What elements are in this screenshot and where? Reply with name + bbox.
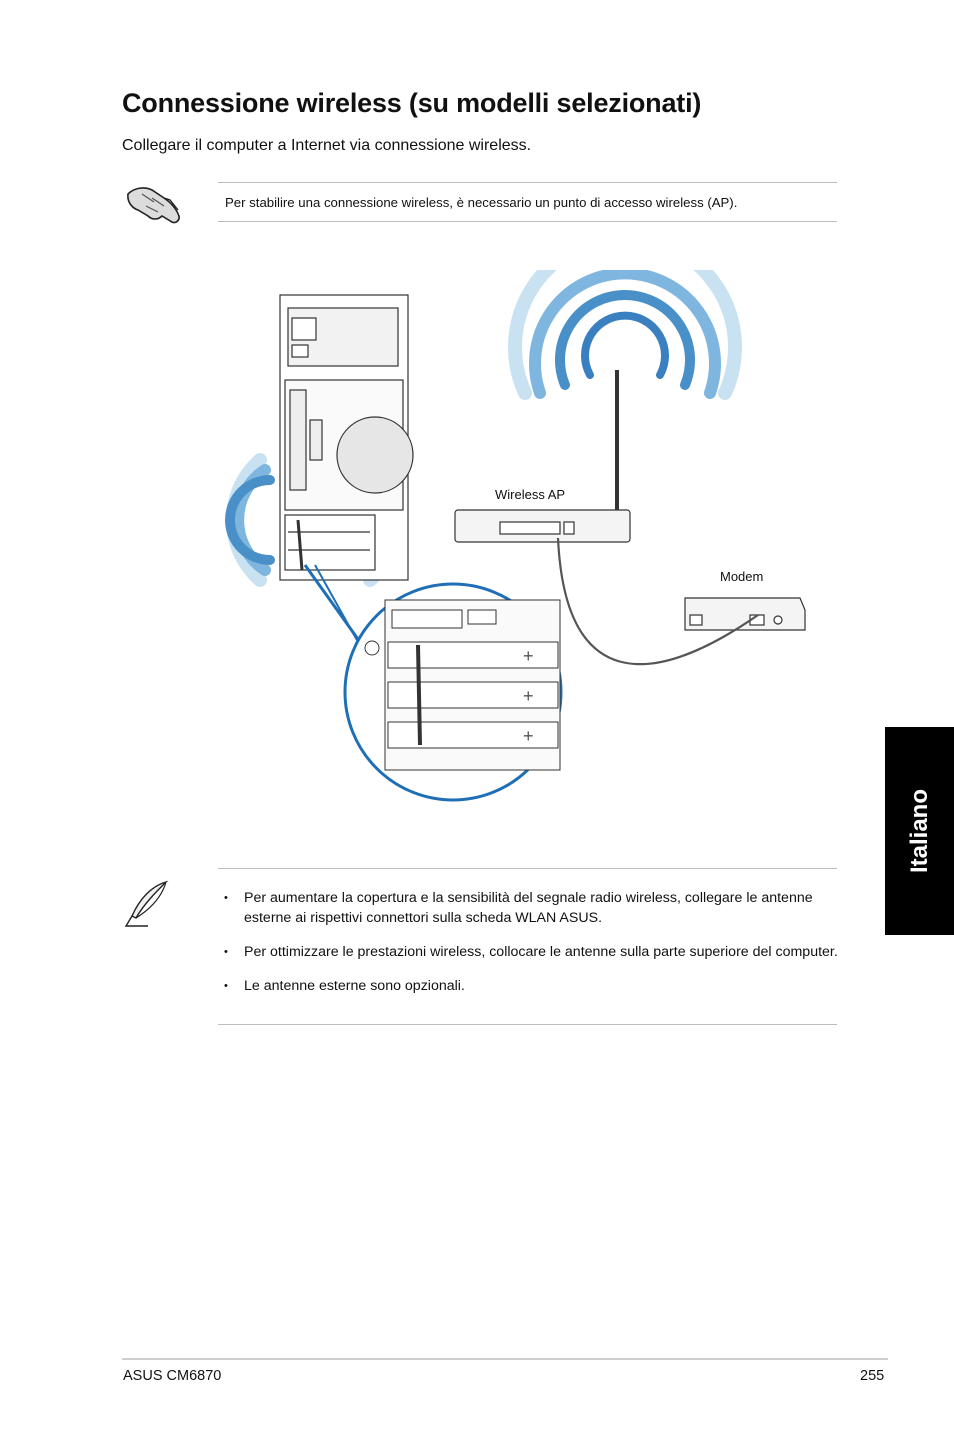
tip-item: • Per aumentare la copertura e la sensibi…: [224, 888, 840, 928]
bullet-dot: •: [224, 892, 228, 904]
tips-list: • Per aumentare la copertura e la sensibi…: [224, 888, 840, 1010]
tip-text: Per aumentare la copertura e la sensibil…: [244, 890, 813, 926]
wireless-connection-diagram: + + +: [170, 230, 820, 810]
pc-tower-back: [279, 294, 414, 581]
tip-text: Per ottimizzare le prestazioni wireless,…: [244, 944, 838, 960]
footer-model: ASUS CM6870: [123, 1368, 222, 1384]
feather-pen-icon: [122, 880, 170, 930]
language-tab-label: Italiano: [905, 788, 933, 874]
footer-rule: [122, 1358, 888, 1360]
ethernet-cable: [556, 537, 759, 666]
note-text: Per stabilire una connessione wireless, …: [225, 195, 738, 210]
svg-text:+: +: [523, 726, 534, 746]
tip-text: Le antenne esterne sono opzionali.: [244, 978, 465, 994]
tips-top-rule: [218, 868, 837, 869]
bullet-dot: •: [224, 980, 228, 992]
note-top-rule: [218, 182, 837, 183]
router-wireless-waves: [508, 230, 742, 400]
page-number: 255: [860, 1368, 885, 1384]
tip-item: • Per ottimizzare le prestazioni wireless…: [224, 942, 840, 962]
intro-text: Collegare il computer a Internet via con…: [122, 137, 532, 154]
tips-bottom-rule: [218, 1024, 837, 1025]
svg-text:+: +: [523, 646, 534, 666]
page-title: Connessione wireless (su modelli selezio…: [122, 88, 702, 118]
bullet-dot: •: [224, 946, 228, 958]
tip-item: • Le antenne esterne sono opzionali.: [224, 976, 840, 996]
wireless-ap-label: Wireless AP: [495, 487, 566, 502]
svg-text:+: +: [523, 686, 534, 706]
modem-device: [684, 597, 806, 631]
note-bottom-rule: [218, 221, 837, 222]
modem-label: Modem: [720, 569, 764, 584]
zoom-detail: + + +: [303, 564, 563, 802]
pointing-hand-icon: [124, 180, 182, 228]
wireless-ap-router: [454, 370, 631, 543]
language-side-tab: Italiano: [885, 727, 954, 935]
